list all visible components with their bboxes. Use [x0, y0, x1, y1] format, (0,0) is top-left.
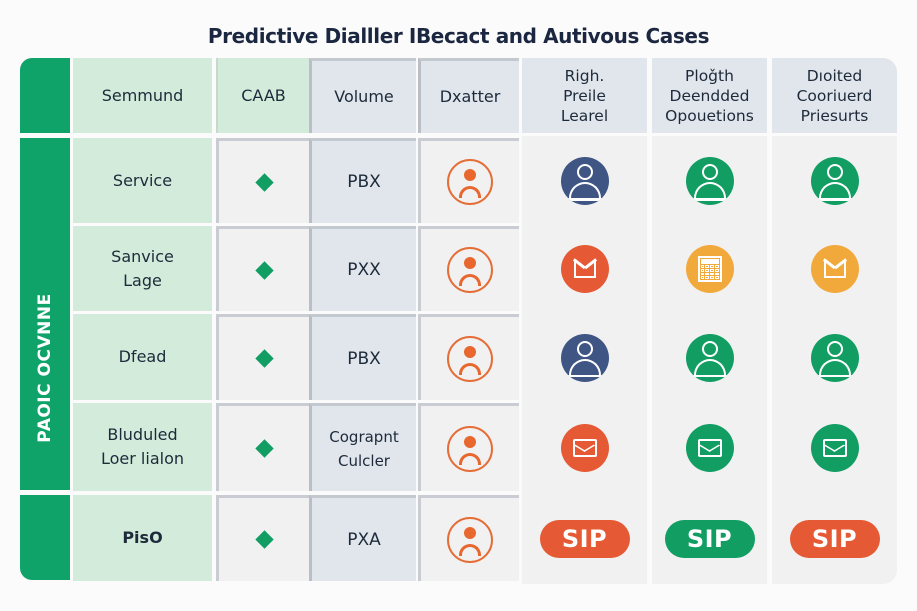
column-header-volume[interactable]: Volume — [309, 58, 416, 133]
sidebar-divider — [20, 490, 70, 495]
column-header-semmund[interactable]: Semmund — [73, 58, 212, 133]
feature-cell — [772, 224, 897, 314]
page-title: Predictive Dialller IBecact and Autivous… — [207, 24, 710, 48]
diamond-icon — [254, 439, 274, 458]
row-label: Service — [73, 138, 212, 223]
user-face-icon[interactable] — [447, 247, 493, 293]
feature-cell — [522, 224, 647, 314]
envelope-icon[interactable] — [810, 423, 859, 472]
diamond-icon — [254, 260, 274, 280]
sidebar-vertical-label: PAOIC OCVNNE — [35, 293, 55, 443]
user-icon[interactable] — [685, 157, 734, 205]
user-icon[interactable] — [810, 157, 859, 205]
volume-cell: PXX — [309, 226, 416, 311]
diamond-icon — [254, 530, 274, 549]
mail-icon[interactable] — [810, 245, 859, 293]
feature-cell: SIP — [652, 493, 767, 584]
dxatter-cell — [418, 314, 519, 400]
column-header-righ[interactable]: Righ. Preile Learel — [522, 58, 647, 133]
feature-cell — [652, 401, 767, 494]
user-icon[interactable] — [685, 333, 734, 382]
row-label: Dfead — [73, 314, 212, 400]
feature-cell — [772, 401, 897, 494]
column-header-dxatter[interactable]: Dxatter — [418, 58, 519, 133]
row-label: Sanvice Lage — [73, 226, 212, 311]
volume-cell: PBX — [309, 314, 416, 400]
caab-cell — [216, 314, 309, 400]
volume-cell: Cograpnt Culcler — [309, 403, 416, 491]
user-face-icon[interactable] — [447, 335, 493, 382]
column-header-plogth[interactable]: Ploǧth Deendded Opouetions — [652, 58, 767, 133]
user-icon[interactable] — [560, 157, 609, 205]
feature-cell: SIP — [772, 493, 897, 584]
volume-cell: PXA — [309, 495, 416, 581]
envelope-icon[interactable] — [685, 423, 734, 472]
mail-icon[interactable] — [560, 245, 609, 293]
feature-cell — [772, 136, 897, 226]
user-face-icon[interactable] — [447, 516, 493, 563]
dxatter-cell — [418, 495, 519, 581]
column-header-caab[interactable]: CAAB — [216, 58, 309, 133]
sip-badge[interactable]: SIP — [539, 519, 630, 558]
caab-cell — [216, 226, 309, 311]
sidebar-divider — [20, 133, 70, 138]
column-header-dioited[interactable]: Dıoited Cooriuerd Priesurts — [772, 58, 897, 133]
feature-cell — [522, 401, 647, 494]
dxatter-cell — [418, 138, 519, 223]
feature-cell — [652, 224, 767, 314]
caab-cell — [216, 495, 309, 581]
category-sidebar: PAOIC OCVNNE — [20, 58, 70, 580]
volume-cell: PBX — [309, 138, 416, 223]
caab-cell — [216, 138, 309, 223]
user-face-icon[interactable] — [447, 425, 493, 472]
sip-badge[interactable]: SIP — [664, 519, 755, 558]
feature-cell — [772, 312, 897, 403]
feature-cell — [522, 136, 647, 226]
row-label: PisO — [73, 495, 212, 581]
feature-cell: SIP — [522, 493, 647, 584]
caab-cell — [216, 403, 309, 491]
calendar-icon[interactable] — [685, 245, 734, 293]
feature-cell — [652, 312, 767, 403]
envelope-icon[interactable] — [560, 423, 609, 472]
feature-cell — [522, 312, 647, 403]
user-icon[interactable] — [560, 333, 609, 382]
dxatter-cell — [418, 403, 519, 491]
diamond-icon — [254, 172, 274, 192]
dxatter-cell — [418, 226, 519, 311]
feature-cell — [652, 136, 767, 226]
row-label: Bluduled Loer lialon — [73, 403, 212, 491]
user-face-icon[interactable] — [447, 159, 493, 205]
diamond-icon — [254, 349, 274, 368]
user-icon[interactable] — [810, 333, 859, 382]
sip-badge[interactable]: SIP — [789, 519, 880, 558]
